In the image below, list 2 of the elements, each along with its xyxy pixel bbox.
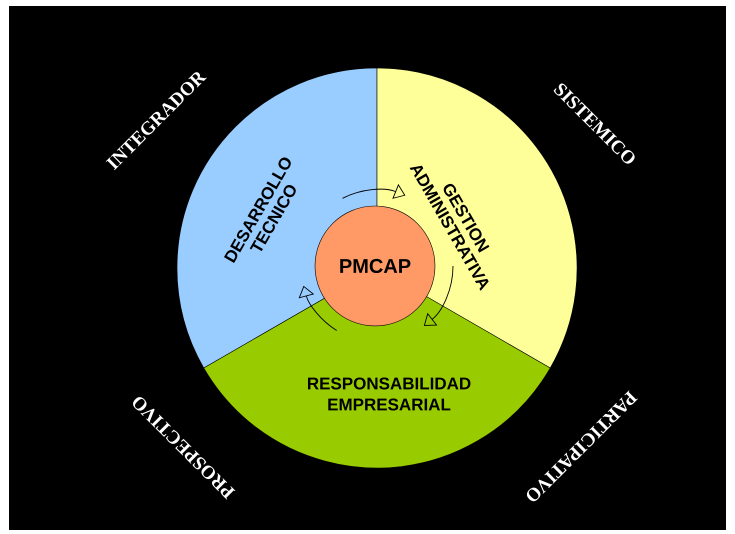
curved-arrow: [342, 184, 406, 199]
curved-arrow: [424, 266, 454, 326]
